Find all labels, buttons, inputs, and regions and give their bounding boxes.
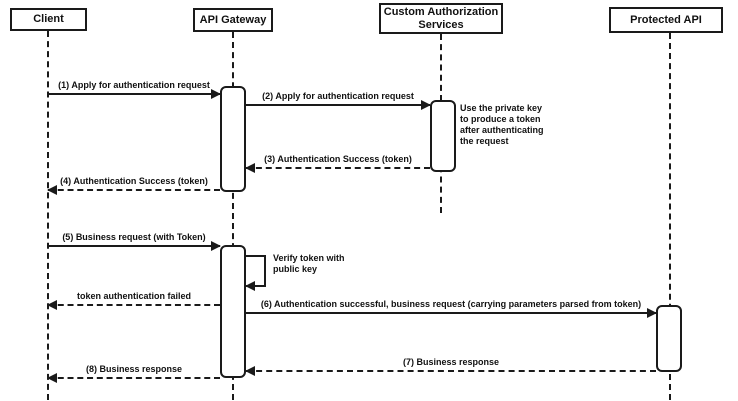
lifeline-api-gateway: [232, 32, 234, 400]
message-7-line: [246, 370, 656, 372]
message-5-label: (5) Business request (with Token): [62, 232, 206, 242]
message-3-line: [246, 167, 430, 169]
arrowhead-right-icon: [647, 308, 657, 318]
actor-protected-api-label: Protected API: [630, 13, 702, 26]
activation-protected-api: [656, 305, 682, 372]
actor-custom-authorization-services: Custom Authorization Services: [379, 3, 503, 34]
arrowhead-right-icon: [211, 89, 221, 99]
actor-custom-authorization-services-label: Custom Authorization Services: [383, 5, 499, 31]
activation-api-gateway-business: [220, 245, 246, 378]
message-token-failed-line: [48, 304, 220, 306]
message-6-label: (6) Authentication successful, business …: [260, 299, 642, 309]
actor-client-label: Client: [33, 13, 64, 25]
arrowhead-left-icon: [245, 163, 255, 173]
lifeline-protected-api: [669, 33, 671, 400]
arrowhead-left-icon: [245, 366, 255, 376]
lifeline-client: [47, 31, 49, 400]
message-1-line: [48, 93, 220, 95]
message-6-line: [246, 312, 656, 314]
message-2-line: [246, 104, 430, 106]
arrowhead-right-icon: [211, 241, 221, 251]
note-private-key-text: Use the private key to produce a token a…: [460, 103, 544, 146]
actor-client: Client: [10, 8, 87, 31]
arrowhead-left-icon: [245, 281, 255, 291]
arrowhead-left-icon: [47, 373, 57, 383]
actor-api-gateway: API Gateway: [193, 8, 273, 32]
arrowhead-left-icon: [47, 300, 57, 310]
self-message-loop-line: [246, 255, 266, 287]
note-private-key: Use the private key to produce a token a…: [460, 103, 548, 147]
arrowhead-right-icon: [421, 100, 431, 110]
message-4-label: (4) Authentication Success (token): [60, 176, 208, 186]
activation-custom-authorization-services: [430, 100, 456, 172]
message-3-label: (3) Authentication Success (token): [264, 154, 412, 164]
message-token-failed-label: token authentication failed: [76, 291, 191, 301]
message-4-line: [48, 189, 220, 191]
message-8-label: (8) Business response: [85, 364, 183, 374]
message-1-label: (1) Apply for authentication request: [58, 80, 210, 90]
message-2-label: (2) Apply for authentication request: [262, 91, 414, 101]
arrowhead-left-icon: [47, 185, 57, 195]
self-message-label: Verify token with public key: [273, 253, 345, 274]
activation-api-gateway-auth: [220, 86, 246, 192]
message-5-line: [48, 245, 220, 247]
message-8-line: [48, 377, 220, 379]
actor-api-gateway-label: API Gateway: [199, 13, 267, 26]
actor-protected-api: Protected API: [609, 7, 723, 33]
message-7-label: (7) Business response: [402, 357, 500, 367]
